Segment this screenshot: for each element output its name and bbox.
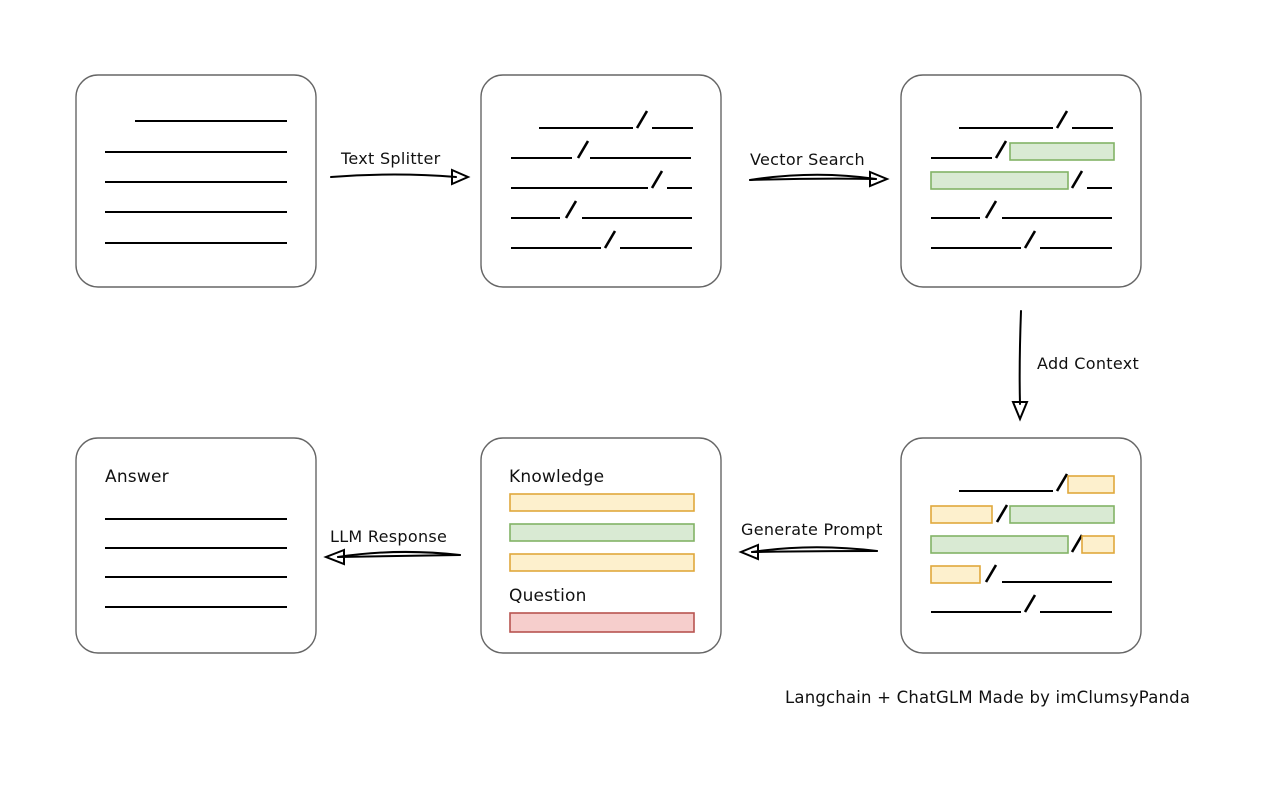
searched-document-lines bbox=[930, 110, 1115, 249]
slash-separator-icon bbox=[564, 200, 578, 219]
slash-separator-icon bbox=[984, 200, 998, 219]
arrow-head-right-icon bbox=[451, 168, 471, 186]
slash-separator-icon bbox=[650, 170, 664, 189]
slash-separator-icon bbox=[1023, 230, 1037, 249]
split-document-lines bbox=[511, 110, 693, 249]
slash-separator-icon bbox=[576, 140, 590, 159]
slash-separator-icon bbox=[994, 140, 1008, 159]
source-document-lines bbox=[105, 120, 287, 244]
edge-vector-search-label: Vector Search bbox=[750, 150, 865, 169]
credit-text: Langchain + ChatGLM Made by imClumsyPand… bbox=[785, 688, 1190, 707]
slash-separator-icon bbox=[1055, 110, 1069, 129]
arrow-shaft-second bbox=[751, 550, 878, 553]
arrow-shaft-second bbox=[749, 177, 877, 181]
question-label: Question bbox=[509, 586, 587, 606]
edge-generate-prompt[interactable]: Generate Prompt bbox=[738, 520, 883, 561]
edge-llm-response[interactable]: LLM Response bbox=[323, 527, 461, 566]
slash-separator-icon bbox=[1023, 594, 1037, 613]
matched-chunk-green[interactable] bbox=[1009, 505, 1115, 524]
edge-text-splitter[interactable]: Text Splitter bbox=[330, 149, 471, 186]
question-bar-red[interactable] bbox=[509, 612, 695, 633]
arrow-shaft bbox=[337, 550, 461, 558]
split-document-node[interactable] bbox=[480, 74, 722, 288]
knowledge-bar-yellow-1[interactable] bbox=[509, 493, 695, 512]
arrow-head-right-icon bbox=[869, 170, 890, 188]
context-chunk-yellow[interactable] bbox=[1067, 475, 1115, 494]
edge-generate-prompt-label: Generate Prompt bbox=[741, 520, 883, 539]
slash-separator-icon bbox=[1055, 473, 1069, 492]
arrow-shaft bbox=[330, 173, 457, 178]
slash-separator-icon bbox=[995, 504, 1009, 523]
knowledge-bar-green[interactable] bbox=[509, 523, 695, 542]
arrow-head-left-icon bbox=[323, 548, 345, 566]
context-chunk-yellow[interactable] bbox=[930, 565, 981, 584]
knowledge-bar-yellow-2[interactable] bbox=[509, 553, 695, 572]
matched-chunk-green[interactable] bbox=[930, 171, 1069, 190]
answer-box[interactable] bbox=[75, 437, 317, 654]
edge-vector-search[interactable]: Vector Search bbox=[749, 150, 890, 188]
edge-llm-response-label: LLM Response bbox=[330, 527, 447, 546]
prompt-box[interactable] bbox=[480, 437, 722, 654]
split-document-box[interactable] bbox=[480, 74, 722, 288]
slash-separator-icon bbox=[1070, 534, 1084, 553]
arrow-shaft bbox=[751, 546, 878, 553]
arrow-shaft bbox=[1018, 310, 1022, 405]
edge-text-splitter-label: Text Splitter bbox=[340, 149, 441, 168]
source-document-node[interactable] bbox=[75, 74, 317, 288]
answer-box-node[interactable]: Answer bbox=[75, 437, 317, 654]
matched-chunk-green[interactable] bbox=[930, 535, 1069, 554]
context-chunk-yellow[interactable] bbox=[1081, 535, 1115, 554]
slash-separator-icon bbox=[1070, 170, 1084, 189]
searched-document-node[interactable] bbox=[900, 74, 1142, 288]
slash-separator-icon bbox=[603, 230, 617, 249]
answer-label: Answer bbox=[105, 467, 169, 487]
arrow-head-left-icon bbox=[738, 543, 759, 561]
answer-lines bbox=[105, 518, 287, 608]
context-document-node[interactable] bbox=[900, 437, 1142, 654]
arrow-shaft bbox=[749, 173, 877, 181]
matched-chunk-green[interactable] bbox=[1009, 142, 1115, 161]
context-document-lines bbox=[930, 473, 1115, 613]
context-chunk-yellow[interactable] bbox=[930, 505, 993, 524]
slash-separator-icon bbox=[984, 564, 998, 583]
slash-separator-icon bbox=[635, 110, 649, 129]
arrow-head-down-icon bbox=[1011, 401, 1029, 422]
knowledge-label: Knowledge bbox=[509, 467, 604, 487]
prompt-box-node[interactable]: Knowledge Question bbox=[480, 437, 722, 654]
edge-add-context[interactable]: Add Context bbox=[1011, 310, 1139, 422]
edge-add-context-label: Add Context bbox=[1037, 354, 1139, 373]
arrow-shaft-second bbox=[337, 554, 461, 558]
